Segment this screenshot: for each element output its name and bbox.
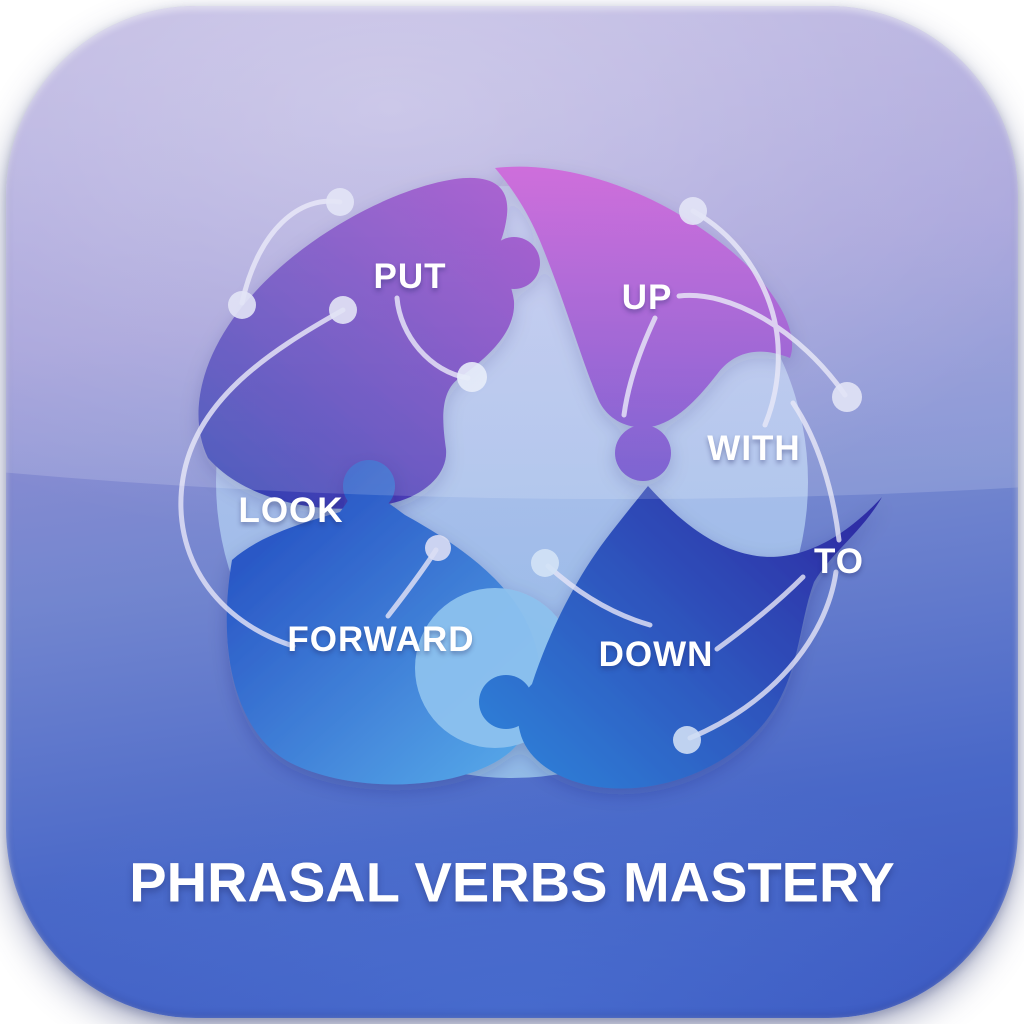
phrasal-word-down: DOWN — [598, 635, 714, 674]
phrasal-word-to: TO — [814, 542, 864, 581]
app-title: PHRASAL VERBS MASTERY — [129, 850, 895, 914]
piece-put-knob — [488, 237, 540, 289]
connector-dots — [228, 188, 862, 754]
piece-up-knob — [615, 425, 671, 481]
app-icon[interactable]: PUT UP WITH TO DOWN FORWARD LOOK PHRASAL… — [6, 6, 1018, 1018]
piece-down-to-knob — [479, 675, 533, 729]
phrasal-word-forward: FORWARD — [287, 620, 475, 659]
piece-put — [198, 177, 540, 509]
phrasal-word-put: PUT — [373, 257, 447, 296]
phrasal-word-look: LOOK — [238, 491, 344, 530]
piece-look-forward-knob — [343, 460, 395, 512]
piece-down-to — [479, 486, 882, 789]
phrasal-word-up: UP — [621, 278, 673, 317]
connector-lines — [178, 198, 848, 741]
piece-up — [495, 166, 793, 481]
phrasal-word-with: WITH — [707, 429, 801, 468]
puzzle-cycle-illustration — [178, 166, 882, 789]
